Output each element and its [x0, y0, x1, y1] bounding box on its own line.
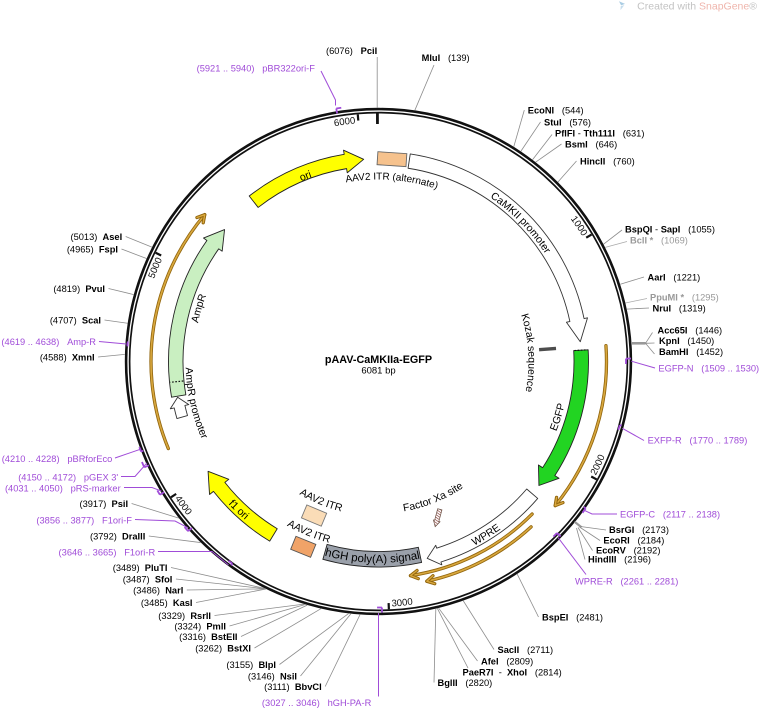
svg-text:SacII (2711): SacII (2711): [498, 645, 554, 655]
svg-text:ori: ori: [298, 169, 313, 184]
svg-text:(3027 .. 3046) hGH-PA-R: (3027 .. 3046) hGH-PA-R: [262, 698, 372, 708]
svg-text:EcoRI (2184): EcoRI (2184): [603, 536, 664, 546]
svg-text:(3917) PsiI: (3917) PsiI: [80, 499, 129, 509]
svg-text:3000: 3000: [391, 597, 413, 610]
svg-text:BsrGI (2173): BsrGI (2173): [609, 525, 669, 535]
svg-text:EcoNI (544): EcoNI (544): [528, 106, 584, 116]
svg-text:MluI (139): MluI (139): [422, 53, 470, 63]
svg-text:(3487) SfoI: (3487) SfoI: [123, 575, 173, 585]
svg-text:6000: 6000: [333, 115, 356, 129]
svg-text:BsmI (646): BsmI (646): [565, 140, 617, 150]
svg-text:Acc65I (1446): Acc65I (1446): [658, 326, 723, 336]
svg-text:NruI (1319): NruI (1319): [653, 304, 706, 314]
svg-text:(3489) PluTI: (3489) PluTI: [113, 563, 168, 573]
svg-text:(3262) BstXI: (3262) BstXI: [195, 644, 251, 654]
svg-text:AfeI (2809): AfeI (2809): [481, 657, 533, 667]
svg-text:BamHI (1452): BamHI (1452): [659, 347, 723, 357]
svg-text:(3486) NarI: (3486) NarI: [133, 586, 183, 596]
svg-text:EGFP-N (1509 .. 1530): EGFP-N (1509 .. 1530): [658, 364, 759, 374]
svg-text:(3792) DraIII: (3792) DraIII: [90, 532, 145, 542]
svg-text:(3111) BbvCI: (3111) BbvCI: [264, 682, 322, 692]
svg-text:PaeR7I - XhoI (2814): PaeR7I - XhoI (2814): [463, 668, 562, 678]
svg-text:BspEI (2481): BspEI (2481): [542, 613, 603, 623]
svg-text:(3146) NsiI: (3146) NsiI: [248, 672, 297, 682]
svg-text:(6076) PciI: (6076) PciI: [326, 46, 377, 56]
svg-text:BclI * (1069): BclI * (1069): [630, 236, 688, 246]
svg-text:BspQI - SapI (1055): BspQI - SapI (1055): [625, 225, 715, 235]
svg-text:(3155) BlpI: (3155) BlpI: [226, 660, 276, 670]
svg-text:(4588) XmnI: (4588) XmnI: [40, 353, 95, 363]
svg-text:EcoRV (2192): EcoRV (2192): [596, 546, 660, 556]
svg-text:BglII (2820): BglII (2820): [438, 678, 493, 688]
svg-text:AarI (1221): AarI (1221): [648, 273, 701, 283]
svg-text:(4619 .. 4638) Amp-R: (4619 .. 4638) Amp-R: [1, 337, 96, 347]
svg-text:(4965) FspI: (4965) FspI: [67, 245, 118, 255]
svg-text:(3316) BstEII: (3316) BstEII: [179, 632, 237, 642]
svg-text:6081 bp: 6081 bp: [361, 366, 395, 377]
svg-text:(5013) AseI: (5013) AseI: [71, 232, 123, 242]
svg-text:WPRE-R (2261 .. 2281): WPRE-R (2261 .. 2281): [575, 577, 678, 587]
svg-text:EXFP-R (1770 .. 1789): EXFP-R (1770 .. 1789): [648, 436, 748, 446]
svg-text:(3646 .. 3665) F1ori-R: (3646 .. 3665) F1ori-R: [59, 548, 156, 558]
svg-text:KpnI (1450): KpnI (1450): [659, 336, 714, 346]
svg-text:StuI (576): StuI (576): [544, 118, 591, 128]
svg-text:PflFI - Tth111I (631): PflFI - Tth111I (631): [555, 129, 644, 139]
svg-text:EGFP-C (2117 .. 2138): EGFP-C (2117 .. 2138): [620, 510, 720, 520]
svg-text:(3329) RsrII: (3329) RsrII: [158, 611, 211, 621]
svg-text:(4150 .. 4172) pGEX 3': (4150 .. 4172) pGEX 3': [18, 473, 118, 483]
svg-text:pAAV-CaMKIIa-EGFP: pAAV-CaMKIIa-EGFP: [325, 354, 432, 366]
svg-text:(4031 .. 4050) pRS-marker: (4031 .. 4050) pRS-marker: [5, 484, 121, 494]
svg-text:(3856 .. 3877) F1ori-F: (3856 .. 3877) F1ori-F: [36, 516, 132, 526]
svg-text:(5921 .. 5940) pBR322ori-F: (5921 .. 5940) pBR322ori-F: [197, 64, 316, 74]
svg-text:Created with SnapGene®: Created with SnapGene®: [637, 1, 757, 13]
svg-text:HindIII (2196): HindIII (2196): [588, 555, 651, 565]
svg-text:(3485) KasI: (3485) KasI: [141, 598, 193, 608]
svg-text:PpuMI * (1295): PpuMI * (1295): [650, 293, 719, 303]
svg-text:(4819) PvuI: (4819) PvuI: [53, 284, 105, 294]
svg-text:(4707) ScaI: (4707) ScaI: [50, 316, 101, 326]
svg-text:(3324) PmlI: (3324) PmlI: [174, 622, 226, 632]
svg-text:(4210 .. 4228) pBRforEco: (4210 .. 4228) pBRforEco: [2, 454, 113, 464]
svg-text:HincII (760): HincII (760): [580, 157, 635, 167]
